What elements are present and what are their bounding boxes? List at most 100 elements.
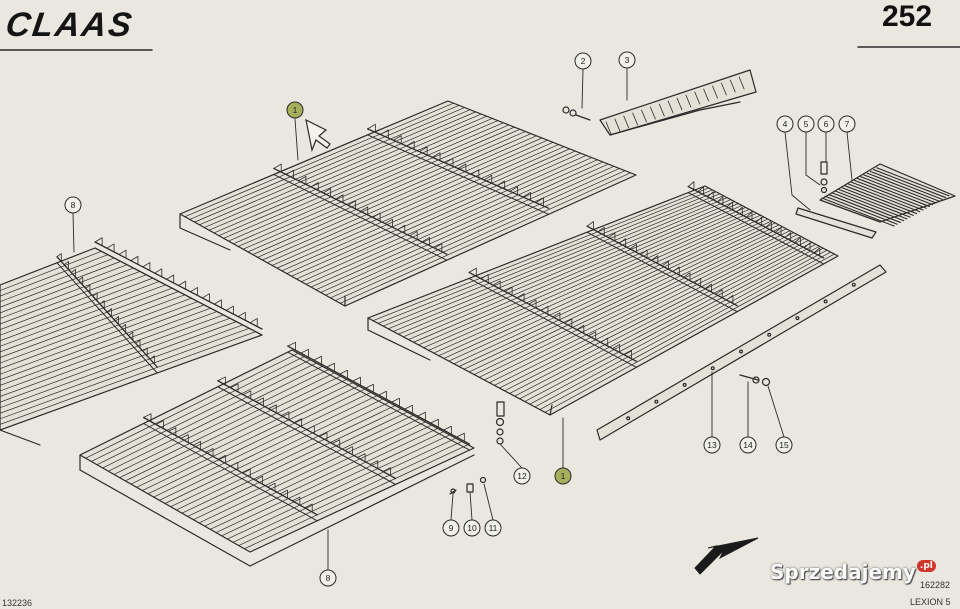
- bar-tooth: [421, 237, 430, 246]
- bar-tooth: [166, 274, 175, 284]
- drawing-code-right: 162282: [920, 580, 951, 590]
- sieve-slat: [0, 307, 211, 386]
- sieve-slat: [539, 251, 831, 410]
- sieve-slat: [0, 301, 199, 375]
- sieve-slat: [463, 222, 776, 370]
- callout-circle: [554, 467, 572, 485]
- rail-hole: [738, 349, 743, 354]
- sieve-slat: [296, 152, 582, 280]
- bar-tooth: [70, 268, 77, 278]
- hardware-5-6: [820, 161, 828, 194]
- sieve-slat: [509, 240, 809, 394]
- bar-tooth: [155, 420, 164, 430]
- sieve-slat: [85, 352, 299, 459]
- sieve-slat: [203, 111, 476, 228]
- sieve-slat: [0, 311, 218, 392]
- sieve-slat: [291, 150, 576, 277]
- rake-tine: [847, 183, 921, 213]
- sieve-slat: [189, 105, 460, 220]
- bar-tooth: [434, 243, 443, 253]
- hardware-9-11: [449, 476, 487, 495]
- bar-tooth: [504, 286, 513, 296]
- sieve-panel-left: [0, 237, 263, 446]
- sieve-slat: [305, 157, 593, 285]
- bar-tooth: [661, 260, 669, 270]
- sieve-slat: [448, 216, 765, 362]
- support-bar-base: [287, 351, 471, 451]
- strip-part-4: [795, 207, 877, 239]
- bar-tooth: [255, 397, 264, 407]
- sieve-slat: [438, 212, 758, 357]
- bar-tooth: [378, 390, 387, 400]
- support-bar-base: [468, 277, 637, 368]
- sieve-slat: [0, 284, 167, 347]
- bar-tooth: [339, 369, 348, 379]
- bar-tooth: [391, 397, 400, 407]
- sieve-slat: [164, 398, 384, 504]
- sieve-slat: [242, 128, 521, 250]
- bar-tooth: [509, 186, 519, 196]
- bar-tooth: [726, 201, 734, 211]
- bar-tooth: [431, 152, 441, 162]
- sieve-slat: [281, 146, 565, 272]
- sieve-slat: [0, 277, 154, 336]
- bar-tooth: [765, 222, 772, 231]
- sieve-slat: [0, 324, 244, 414]
- bar-tooth: [318, 432, 328, 442]
- sieve-slat: [124, 375, 341, 482]
- sieve-slat: [499, 236, 802, 389]
- comb-tooth: [729, 79, 736, 93]
- sieve-slat: [213, 115, 488, 234]
- rake-part-7: [819, 163, 956, 227]
- leader-lines: [72, 68, 853, 571]
- comb-tooth: [605, 121, 612, 135]
- bar-tooth: [704, 283, 712, 293]
- bar-tooth: [106, 243, 115, 253]
- comb-tooth: [649, 106, 656, 120]
- bar-tooth: [344, 446, 353, 456]
- bar-tooth: [293, 418, 303, 428]
- rail-hole: [823, 299, 828, 304]
- callout-number: 1: [293, 105, 298, 115]
- sieve-slat: [387, 193, 721, 330]
- callout-number: 1: [561, 471, 566, 481]
- bar-tooth: [149, 355, 155, 365]
- bar-tooth: [106, 308, 112, 318]
- sieve-slat: [271, 142, 554, 266]
- callout-circle: [463, 519, 481, 537]
- bar-tooth: [683, 272, 691, 282]
- bar-tooth: [217, 376, 226, 386]
- support-bar-base: [367, 134, 550, 215]
- bar-tooth: [217, 454, 226, 464]
- sieve-slat: [221, 431, 445, 537]
- rake-tine: [821, 197, 895, 227]
- comb-tooth: [676, 97, 683, 111]
- sieve-slat: [153, 392, 372, 498]
- bar-tooth: [716, 196, 724, 206]
- rake-tine: [824, 195, 898, 225]
- callout-circle: [513, 467, 531, 485]
- sieve-slat: [315, 161, 604, 291]
- sieve-slat: [478, 228, 787, 378]
- bar-tooth: [803, 242, 811, 252]
- sieve-slat: [339, 172, 631, 304]
- watermark-tld: .pl: [916, 560, 936, 572]
- bar-tooth: [56, 253, 62, 262]
- sieve-slat: [377, 189, 713, 324]
- support-bar-base: [56, 262, 158, 374]
- sieve-panel-top: [179, 100, 637, 307]
- bar-tooth: [192, 441, 202, 450]
- sieve-slat: [468, 224, 780, 373]
- callout-circle: [574, 52, 592, 70]
- bar-tooth: [794, 237, 801, 247]
- bar-tooth: [285, 169, 294, 179]
- sieve-slat: [102, 362, 317, 469]
- bar-tooth: [143, 413, 152, 423]
- sieve-slat: [0, 250, 102, 291]
- bar-tooth: [92, 292, 98, 302]
- bar-tooth: [813, 247, 821, 257]
- bar-tooth: [287, 341, 296, 351]
- sieve-slat: [300, 155, 587, 282]
